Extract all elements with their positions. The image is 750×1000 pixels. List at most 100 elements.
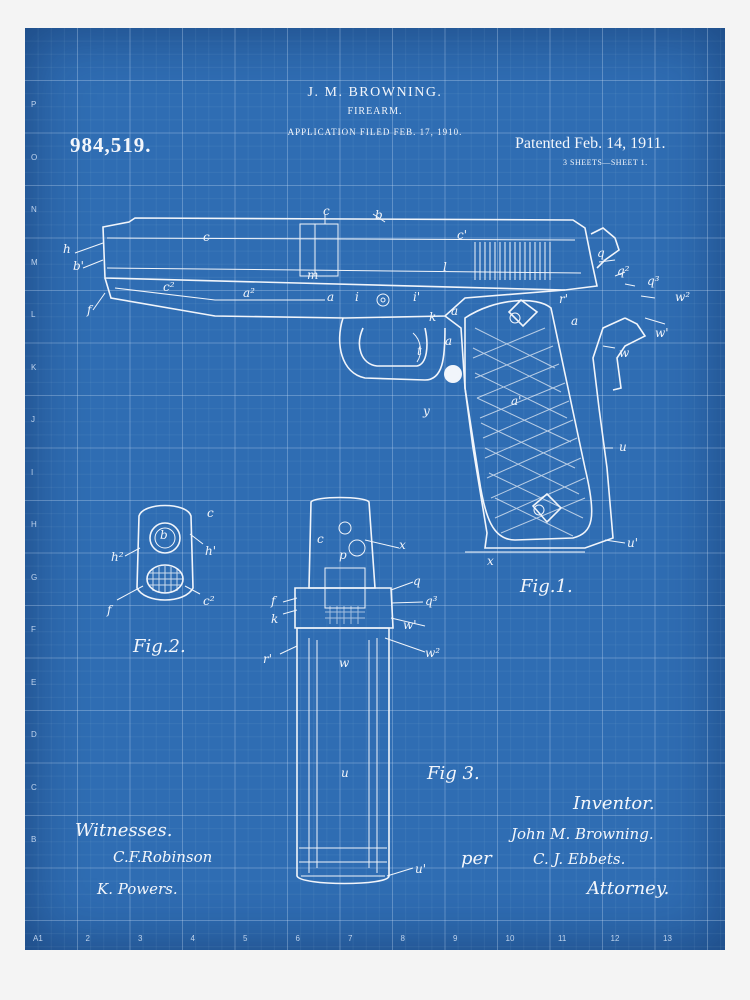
ref-label: m	[307, 268, 319, 282]
grid-row-letter: C	[31, 782, 37, 792]
patented-date: Patented Feb. 14, 1911.	[515, 135, 666, 152]
ref-label: b	[160, 528, 168, 542]
grid-column-number: 3	[138, 934, 143, 943]
grid-row-letter: N	[31, 205, 37, 214]
ref-label: a	[327, 290, 335, 304]
grid-column-number: 7	[348, 934, 353, 943]
grid-column-number: A1	[33, 934, 43, 943]
ref-label: f	[271, 594, 276, 608]
fig2-muzzle	[116, 504, 204, 601]
grid-row-letter: M	[31, 257, 38, 267]
ref-label: q³	[425, 594, 438, 608]
ref-label: r'	[559, 292, 569, 306]
grid-row-letter: G	[31, 572, 38, 582]
grid-column-number: 6	[295, 934, 300, 943]
inventor-signature: John M. Browning.	[511, 825, 654, 843]
ref-label: c'	[457, 228, 468, 242]
grid-column-number: 2	[85, 934, 90, 943]
ref-label: i	[355, 290, 359, 304]
grid-row-letter: E	[31, 677, 37, 687]
ref-label: c²	[203, 594, 215, 608]
grid-column-number: 4	[190, 934, 195, 943]
patent-drawing	[74, 213, 666, 885]
grid-column-number: 12	[610, 934, 620, 943]
ref-label: w	[619, 346, 630, 360]
grid-row-letter: I	[31, 467, 34, 477]
ref-label: t	[417, 344, 422, 358]
ref-label: q³	[647, 274, 660, 288]
ref-label: w'	[655, 326, 669, 340]
ref-label: w²	[675, 290, 691, 304]
grid-row-letter: O	[31, 152, 38, 162]
witness-signature: C.F.Robinson	[113, 848, 213, 866]
fig1-caption: Fig.1.	[520, 576, 573, 597]
ref-label: a	[451, 304, 459, 318]
per-label: per	[461, 848, 492, 869]
ref-label: a'	[511, 394, 522, 408]
ref-label: a	[571, 314, 579, 328]
ref-label: c	[203, 230, 210, 244]
blueprint-grid	[25, 28, 725, 950]
ref-label: c	[207, 506, 214, 520]
ref-label: r'	[263, 652, 273, 666]
witnesses-heading: Witnesses.	[75, 820, 173, 841]
attorney-heading: Attorney.	[587, 878, 670, 899]
grid-row-letter: B	[31, 835, 37, 844]
ref-label: a	[445, 334, 453, 348]
fig3-section	[279, 496, 426, 885]
ref-label: k	[271, 612, 279, 626]
inventor-heading: Inventor.	[573, 793, 655, 814]
grid-row-letter: F	[31, 625, 36, 634]
ref-label: h'	[205, 544, 217, 558]
grid-column-number: 10	[505, 934, 515, 943]
fig1-leader-lines	[74, 213, 666, 544]
ref-label: q	[413, 574, 421, 588]
inventor-header: J. M. BROWNING.	[307, 85, 443, 100]
ref-label: h²	[111, 550, 124, 564]
ref-label: w²	[425, 646, 441, 660]
ref-label: y	[423, 404, 430, 418]
grip-checkering	[472, 327, 586, 537]
ref-label: w'	[403, 618, 417, 632]
witness-signature: K. Powers.	[97, 880, 178, 898]
ref-label: u'	[627, 536, 639, 550]
grid-column-number: 5	[243, 934, 248, 943]
ref-label: f	[107, 603, 112, 617]
grid-row-letter: D	[31, 730, 37, 739]
ref-label: p	[339, 548, 347, 562]
fig1-pistol	[74, 213, 666, 553]
ref-label: b'	[73, 259, 84, 273]
ref-label: b	[375, 208, 383, 222]
grid-column-number: 8	[400, 934, 405, 943]
ref-label: c²	[163, 280, 175, 294]
slide-serrations	[474, 242, 551, 280]
ref-label: c	[323, 204, 330, 218]
grid-row-letter: L	[31, 310, 36, 319]
subject-header: FIREARM.	[347, 106, 403, 117]
ref-label: w	[339, 656, 350, 670]
ref-label: f	[87, 303, 92, 317]
ref-label: i'	[413, 290, 421, 304]
ref-label: c	[317, 532, 324, 546]
application-date: APPLICATION FILED FEB. 17, 1910.	[287, 127, 463, 137]
grid-column-number: 9	[453, 934, 458, 943]
ref-label: l	[443, 260, 447, 274]
patent-number: 984,519.	[70, 133, 152, 157]
ref-label: a²	[243, 286, 255, 300]
fig2-caption: Fig.2.	[133, 636, 186, 657]
ref-label: u	[619, 440, 627, 454]
ref-label: x	[487, 554, 494, 568]
sheet-count: 3 SHEETS—SHEET 1.	[563, 158, 648, 167]
ref-label: q	[597, 246, 605, 260]
ref-label: h	[63, 242, 71, 256]
grid-row-letter: J	[31, 415, 35, 424]
grid-column-number: 11	[558, 934, 567, 943]
attorney-signature: C. J. Ebbets.	[533, 850, 626, 868]
ref-label: u'	[415, 862, 427, 876]
ref-label: u	[341, 766, 349, 780]
ref-label: x	[399, 538, 406, 552]
fig3-caption: Fig 3.	[427, 763, 480, 784]
grid-column-number: 13	[663, 934, 672, 943]
grid-row-letter: H	[31, 520, 37, 529]
